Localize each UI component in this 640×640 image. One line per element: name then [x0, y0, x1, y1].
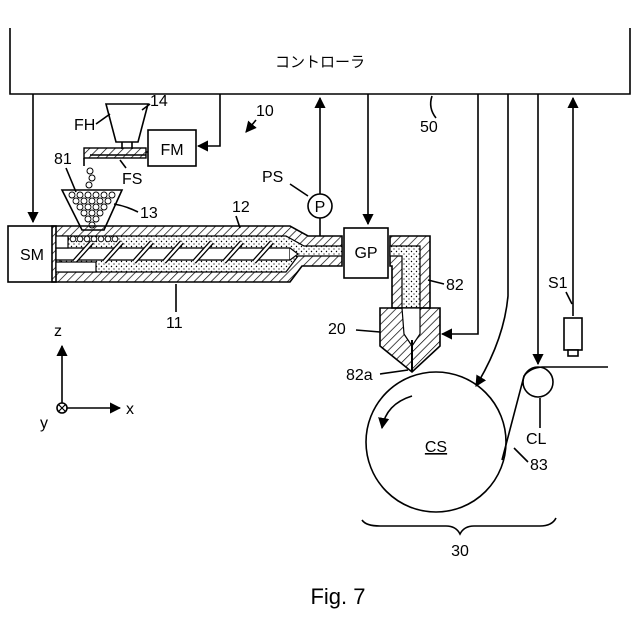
- label-10: 10: [256, 103, 274, 120]
- screw-motor-sm: SM: [8, 226, 56, 282]
- label-11: 11: [166, 315, 183, 332]
- pressure-sensor-ps: P: [308, 194, 332, 236]
- line-controller-to-nozzle: [442, 94, 478, 334]
- axis-x-label: x: [126, 401, 134, 418]
- axis-y-label: y: [40, 415, 48, 432]
- feeder-fs: [84, 148, 146, 166]
- line-controller-to-drum: [476, 94, 508, 386]
- sensor-s1: [564, 318, 582, 356]
- label-cl: CL: [526, 431, 547, 448]
- label-30: 30: [451, 543, 469, 560]
- bracket-30: [362, 518, 556, 534]
- figure-caption: Fig. 7: [310, 584, 365, 609]
- p-label: P: [315, 199, 326, 216]
- line-controller-to-fm: [198, 94, 220, 146]
- feed-hopper-fh: [106, 104, 148, 149]
- label-83: 83: [530, 457, 548, 474]
- material-hopper-13: [62, 190, 122, 230]
- label-s1: S1: [548, 275, 568, 292]
- controller-label: コントローラ: [275, 53, 365, 71]
- cooling-drum-cs: CS: [366, 372, 506, 512]
- leader-50: [431, 96, 436, 118]
- nozzle-20: [380, 308, 440, 372]
- label-13: 13: [140, 205, 158, 222]
- controller-box: コントローラ: [10, 28, 630, 94]
- label-20: 20: [328, 321, 346, 338]
- screw-shaft: [56, 262, 96, 272]
- label-81: 81: [54, 151, 72, 168]
- cs-label: CS: [425, 439, 447, 456]
- label-fs: FS: [122, 171, 142, 188]
- label-14: 14: [150, 93, 168, 110]
- gear-pump-gp: GP: [344, 228, 388, 278]
- label-50: 50: [420, 119, 438, 136]
- label-fh: FH: [74, 117, 95, 134]
- coordinate-axes: z x y: [40, 323, 134, 432]
- label-82a: 82a: [346, 367, 373, 384]
- gp-label: GP: [354, 245, 377, 262]
- label-82: 82: [446, 277, 464, 294]
- film-83: [502, 367, 608, 460]
- falling-pellets: [86, 168, 95, 188]
- pipe-82: [390, 236, 430, 308]
- label-ps: PS: [262, 169, 283, 186]
- feeder-motor-fm: FM: [148, 130, 196, 166]
- label-12: 12: [232, 199, 250, 216]
- fm-label: FM: [160, 142, 183, 159]
- axis-z-label: z: [54, 323, 62, 340]
- sm-label: SM: [20, 247, 44, 264]
